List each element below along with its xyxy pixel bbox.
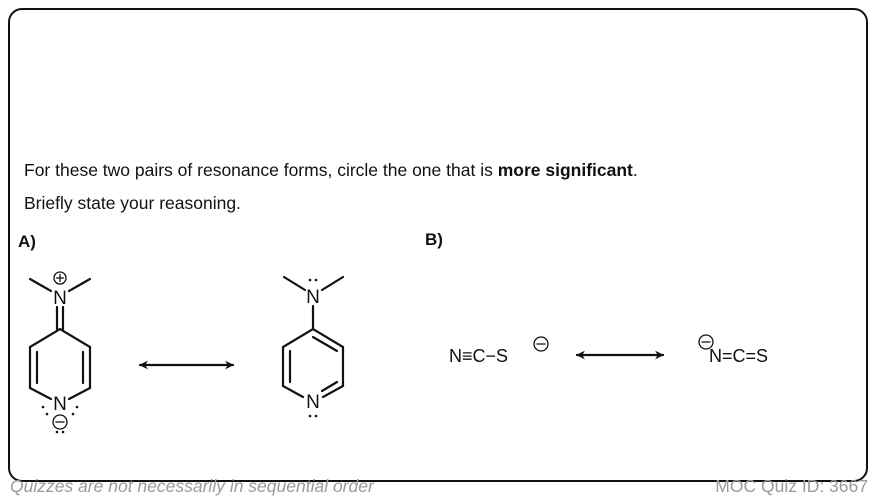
molecule-a-right: N N	[281, 275, 345, 418]
question-emphasis: more significant	[497, 160, 633, 180]
isothiocyanate-formula: N=C=S	[709, 346, 768, 366]
quiz-card	[8, 8, 868, 482]
lone-pairs	[308, 278, 318, 418]
question-line-2: Briefly state your reasoning.	[24, 193, 241, 213]
molecule-a-left: N N	[28, 271, 92, 434]
thiocyanate-formula: N≡C−S	[449, 346, 508, 366]
atom-ring-n: N	[53, 394, 67, 415]
part-a-label: A)	[18, 232, 36, 251]
question-text: For these two pairs of resonance forms, …	[24, 160, 498, 180]
atom-amine-n: N	[306, 287, 320, 308]
molecule-b-right: N=C=S	[698, 334, 768, 366]
atom-amine-n: N	[53, 288, 67, 309]
lone-pairs	[41, 405, 79, 434]
question-period: .	[632, 160, 638, 180]
quiz-id: MOC Quiz ID: 3667	[715, 476, 868, 496]
footer-disclaimer: Quizzes are not necessarily in sequentia…	[10, 476, 374, 496]
question-line-1: For these two pairs of resonance forms, …	[24, 160, 638, 181]
molecule-b-left: N≡C−S	[449, 336, 549, 366]
part-b-label: B)	[425, 230, 443, 249]
atom-ring-n: N	[306, 392, 320, 413]
